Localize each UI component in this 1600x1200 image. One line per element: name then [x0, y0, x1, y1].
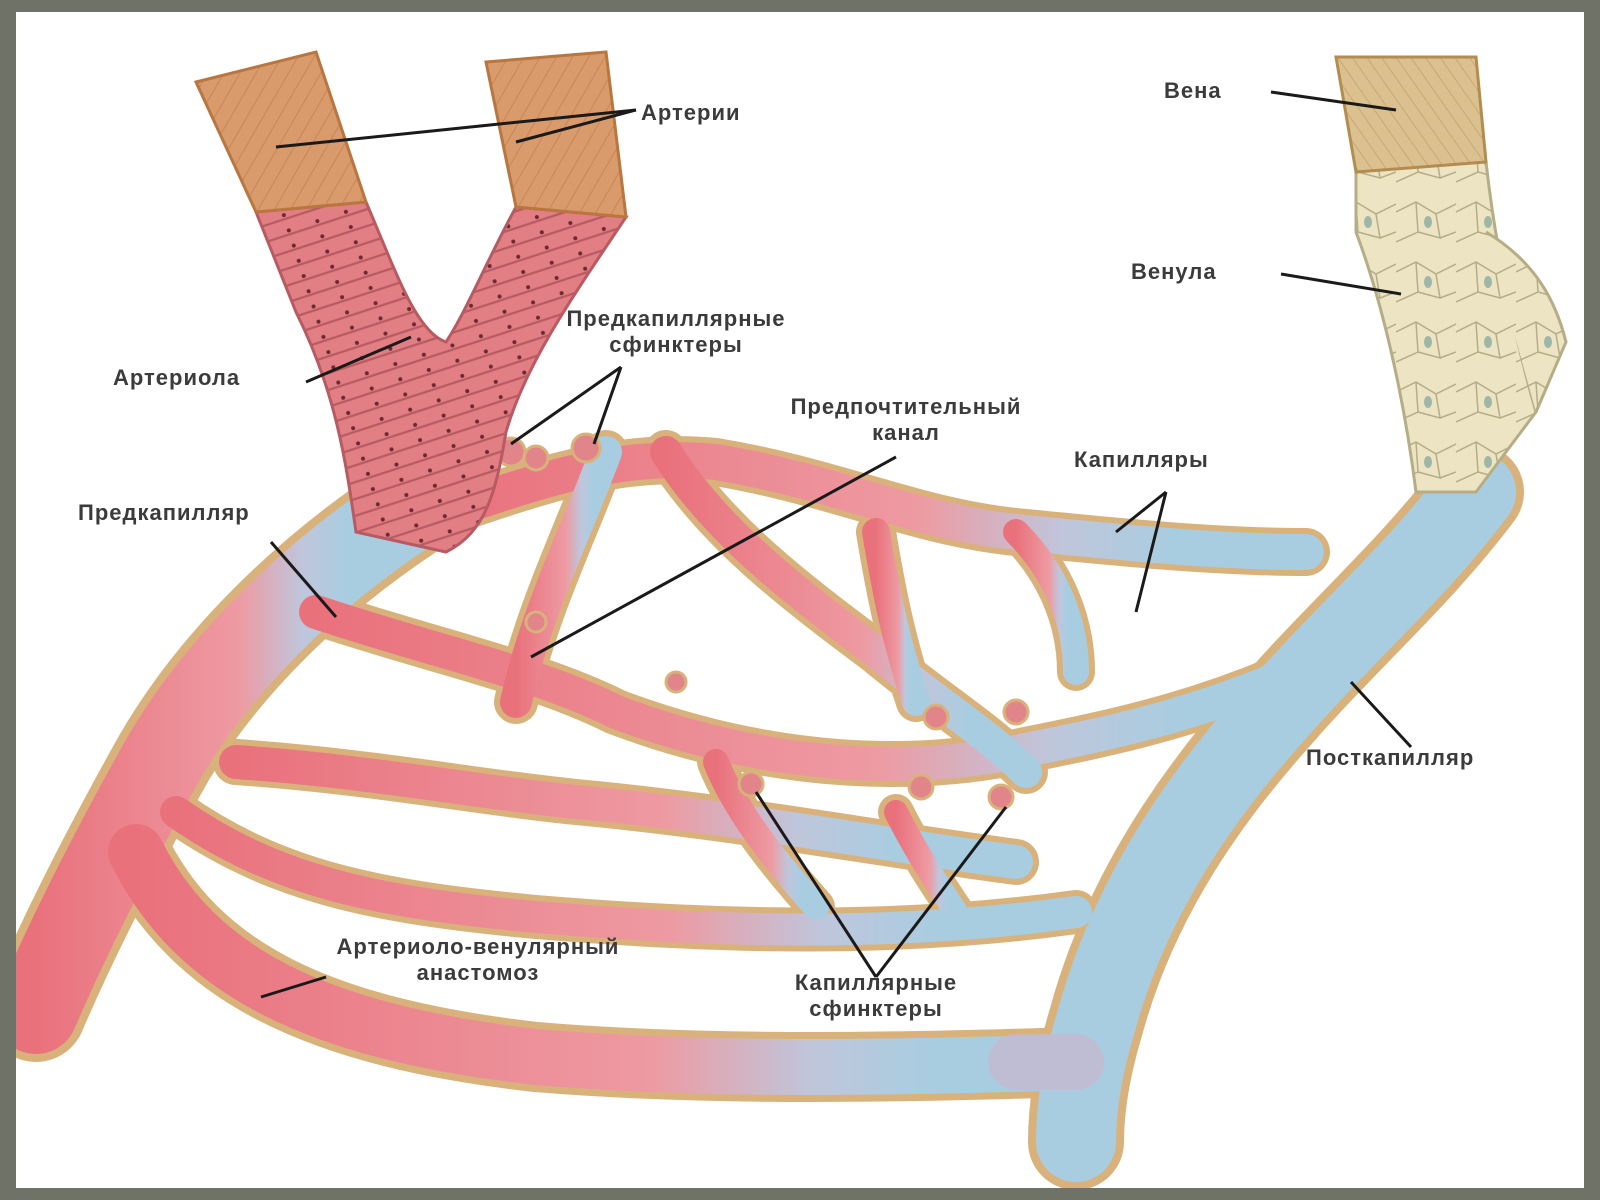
label-precap-sphincters-line1: Предкапиллярные [566, 306, 786, 331]
diagram-panel: Артерии Вена Венула Артериола Предкапилл… [16, 12, 1584, 1188]
leader-cap-sphincter-2 [874, 806, 1008, 978]
vein-vessel [1334, 55, 1488, 174]
leader-arteries-2 [515, 108, 637, 144]
label-precap-sphincters-line2: сфинктеры [609, 332, 743, 357]
capillary-network [16, 430, 1524, 1188]
leader-precap-sphincter-1 [510, 365, 622, 446]
leader-lines [260, 90, 1413, 999]
label-capillary-sphincters: Капиллярные сфинктеры [751, 970, 1001, 1022]
label-av-anastomosis: Артериоло-венулярный анастомоз [278, 934, 678, 986]
leader-capillaries-2 [1134, 491, 1168, 613]
label-cap-sphincters-line1: Капиллярные [794, 970, 958, 995]
label-capillaries: Капилляры [1074, 447, 1209, 472]
leader-precap-sphincter-2 [592, 366, 623, 445]
label-arteriole: Артериола [113, 365, 241, 390]
label-precapillary-sphincters: Предкапиллярные сфинктеры [521, 306, 831, 358]
microcirculation-diagram [16, 50, 1568, 1188]
label-arteries: Артерии [641, 100, 741, 125]
venule-vessel [1354, 160, 1568, 494]
leader-preferential-channel [530, 455, 897, 659]
label-vein: Вена [1164, 78, 1222, 103]
leader-venule [1280, 272, 1402, 296]
leader-precapillary [269, 541, 338, 618]
leader-cap-sphincter-1 [754, 791, 878, 978]
label-preferential-channel-line1: Предпочтительный [790, 394, 1022, 419]
label-av-anastomosis-line1: Артериоло-венулярный [336, 934, 620, 959]
artery-vessels [193, 50, 628, 219]
leader-arteriole [305, 335, 412, 384]
arteriole-vessel [253, 200, 629, 554]
label-precapillary: Предкапилляр [78, 500, 250, 525]
label-venule: Венула [1131, 259, 1217, 284]
leader-av-anastomosis [260, 975, 327, 999]
leader-postcapillary [1349, 680, 1413, 749]
leader-capillaries-1 [1115, 490, 1167, 534]
label-cap-sphincters-line2: сфинктеры [809, 996, 943, 1021]
leader-arteries-1 [275, 108, 637, 149]
leader-vein [1270, 90, 1397, 112]
label-postcapillary: Посткапилляр [1306, 745, 1475, 770]
label-preferential-channel-line2: канал [872, 420, 940, 445]
label-preferential-channel: Предпочтительный канал [746, 394, 1066, 446]
label-av-anastomosis-line2: анастомоз [416, 960, 540, 985]
